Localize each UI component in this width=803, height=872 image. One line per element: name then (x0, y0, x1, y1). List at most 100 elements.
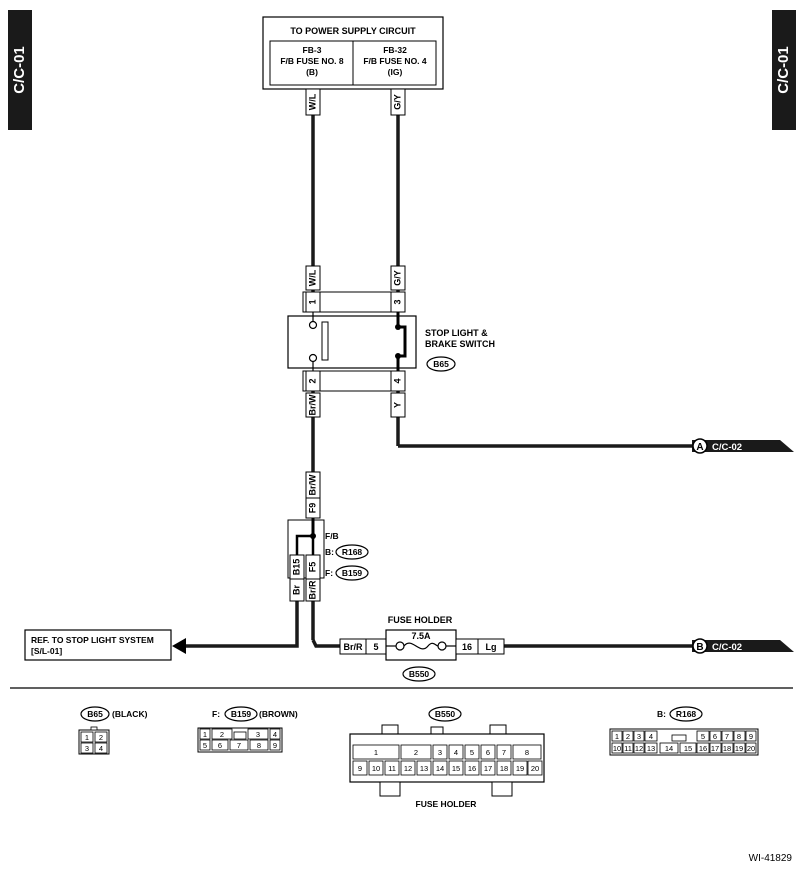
svg-text:3: 3 (85, 744, 89, 753)
svg-text:Y: Y (392, 402, 402, 408)
side-tab-right: C/C-01 (772, 10, 796, 130)
stop-light-switch: 1 3 2 4 STOP LIGHT & BRAKE SWITCH B65 (287, 291, 495, 392)
ref-stop-light[interactable]: REF. TO STOP LIGHT SYSTEM [S/L-01] (24, 629, 186, 661)
svg-text:11: 11 (388, 764, 396, 773)
svg-text:7: 7 (725, 732, 729, 741)
svg-text:10: 10 (372, 764, 380, 773)
link-b-ref: C/C-02 (712, 642, 742, 653)
legend-b65-color: (BLACK) (112, 709, 148, 719)
svg-text:15: 15 (684, 744, 692, 753)
conn-f-badge: B159 (342, 568, 363, 578)
svg-text:19: 19 (735, 744, 743, 753)
svg-text:W/L: W/L (307, 93, 317, 110)
side-tab-left: C/C-01 (8, 10, 32, 130)
svg-text:13: 13 (647, 744, 655, 753)
svg-text:4: 4 (99, 744, 103, 753)
svg-text:1: 1 (374, 748, 378, 757)
fuse-pin-out: 16 (462, 642, 472, 652)
link-a-letter: A (696, 442, 703, 453)
svg-text:18: 18 (723, 744, 731, 753)
svg-text:9: 9 (749, 732, 753, 741)
switch-pin-4: 4 (392, 378, 402, 383)
legend-r168-prefix: B: (657, 709, 666, 719)
wire-label-lg: Lg (486, 642, 497, 652)
legend-b159-color: (BROWN) (259, 709, 298, 719)
svg-text:3: 3 (637, 732, 641, 741)
svg-text:14: 14 (436, 764, 444, 773)
wire-label-gy-switch: G/Y (390, 265, 406, 291)
conn-f9: F9 (307, 503, 317, 514)
fb-connector: Br/W F9 B15 F5 Br Br/R F/B B: R168 F: B1… (287, 471, 369, 602)
legend-b159-prefix: F: (212, 709, 220, 719)
svg-text:7: 7 (237, 741, 241, 750)
conn-b15: B15 (291, 559, 301, 576)
fuse-badge: B550 (409, 669, 430, 679)
ref-line-2: [S/L-01] (31, 646, 62, 656)
fuse-pin-in: 5 (373, 642, 378, 652)
fuse-fb32-type: (IG) (388, 67, 403, 77)
power-box-title: TO POWER SUPPLY CIRCUIT (290, 26, 416, 36)
conn-f-prefix: F: (325, 568, 333, 578)
svg-text:17: 17 (484, 764, 492, 773)
switch-label-1: STOP LIGHT & (425, 328, 488, 338)
legend-r168: B: R168 1 2 3 4 5 6 7 8 9 10 11 1 (609, 706, 759, 756)
conn-fb-label: F/B (325, 531, 339, 541)
wire-label-gy-top: G/Y (390, 88, 406, 116)
svg-text:Br/W: Br/W (307, 394, 317, 416)
svg-text:14: 14 (665, 744, 673, 753)
svg-text:9: 9 (273, 741, 277, 750)
svg-text:7: 7 (502, 748, 506, 757)
svg-text:2: 2 (626, 732, 630, 741)
svg-text:18: 18 (500, 764, 508, 773)
conn-b-prefix: B: (325, 547, 334, 557)
fuse-fb32-name: F/B FUSE NO. 4 (363, 56, 427, 66)
wire-label-brr-fuse: Br/R (343, 642, 363, 652)
wire-label-y-switch: Y (390, 392, 406, 418)
link-a-ref: C/C-02 (712, 442, 742, 453)
legend-b65: B65 (BLACK) 1 2 3 4 (78, 706, 148, 755)
svg-text:1: 1 (203, 730, 207, 739)
wiring (185, 89, 692, 648)
side-tab-right-text: C/C-01 (775, 46, 792, 94)
svg-text:12: 12 (635, 744, 643, 753)
svg-text:10: 10 (613, 744, 621, 753)
link-a[interactable]: A C/C-02 (692, 438, 794, 454)
svg-text:2: 2 (220, 730, 224, 739)
legend-b159: F: B159 (BROWN) 1 2 3 4 5 6 7 8 9 (197, 706, 298, 753)
legend-b550: B550 1 2 3 4 5 6 7 8 9 10 (349, 706, 545, 809)
wire-label-brr: Br/R (307, 580, 317, 600)
legend-r168-badge: R168 (676, 709, 697, 719)
svg-text:1: 1 (85, 733, 89, 742)
svg-text:8: 8 (525, 748, 529, 757)
legend-b550-badge: B550 (435, 709, 456, 719)
svg-text:5: 5 (470, 748, 474, 757)
switch-label-2: BRAKE SWITCH (425, 339, 495, 349)
wire-label-brw-switch: Br/W (305, 392, 321, 418)
switch-badge: B65 (433, 359, 449, 369)
svg-text:6: 6 (218, 741, 222, 750)
fuse-fb32-label: FB-32 (383, 45, 407, 55)
svg-text:19: 19 (516, 764, 524, 773)
svg-text:6: 6 (486, 748, 490, 757)
svg-text:4: 4 (454, 748, 458, 757)
conn-b-badge: R168 (342, 547, 363, 557)
switch-pin-3: 3 (392, 299, 402, 304)
fuse-fb3-type: (B) (306, 67, 318, 77)
wire-label-br: Br (291, 585, 301, 595)
svg-text:13: 13 (420, 764, 428, 773)
svg-text:20: 20 (747, 744, 755, 753)
wire-label-brw-conn: Br/W (307, 474, 317, 496)
wire-label-wl-top: W/L (305, 88, 321, 116)
svg-text:3: 3 (438, 748, 442, 757)
svg-text:5: 5 (701, 732, 705, 741)
svg-text:12: 12 (404, 764, 412, 773)
link-b[interactable]: B C/C-02 (692, 638, 794, 654)
ref-line-1: REF. TO STOP LIGHT SYSTEM (31, 635, 154, 645)
svg-text:16: 16 (699, 744, 707, 753)
svg-text:4: 4 (273, 730, 277, 739)
svg-text:G/Y: G/Y (392, 94, 402, 110)
wire-label-wl-switch: W/L (305, 265, 321, 291)
svg-text:8: 8 (257, 741, 261, 750)
svg-text:8: 8 (737, 732, 741, 741)
figure-id: WI-41829 (749, 853, 793, 864)
